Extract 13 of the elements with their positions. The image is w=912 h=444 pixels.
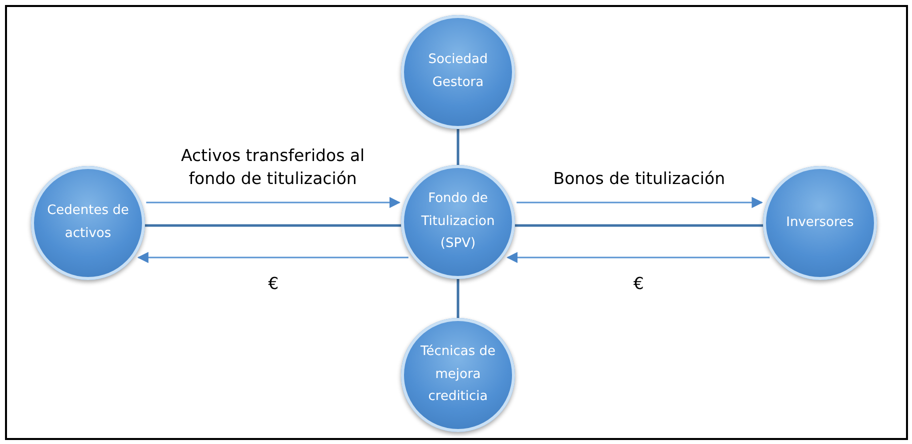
node-label: Sociedad Gestora xyxy=(427,51,489,92)
connector-line xyxy=(456,279,460,318)
arrow xyxy=(146,196,401,208)
arrow xyxy=(516,196,763,208)
arrow xyxy=(137,252,408,264)
node-label: Cedentes de activos xyxy=(46,202,130,243)
connector-line xyxy=(514,224,764,227)
connector-line xyxy=(456,129,460,165)
node-label: Inversores xyxy=(785,214,855,232)
connector-line xyxy=(144,224,402,227)
node-label: Fondo de Titulizacion (SPV) xyxy=(420,190,496,254)
arrow xyxy=(506,252,770,264)
node-label: Técnicas de mejora crediticia xyxy=(420,342,496,406)
